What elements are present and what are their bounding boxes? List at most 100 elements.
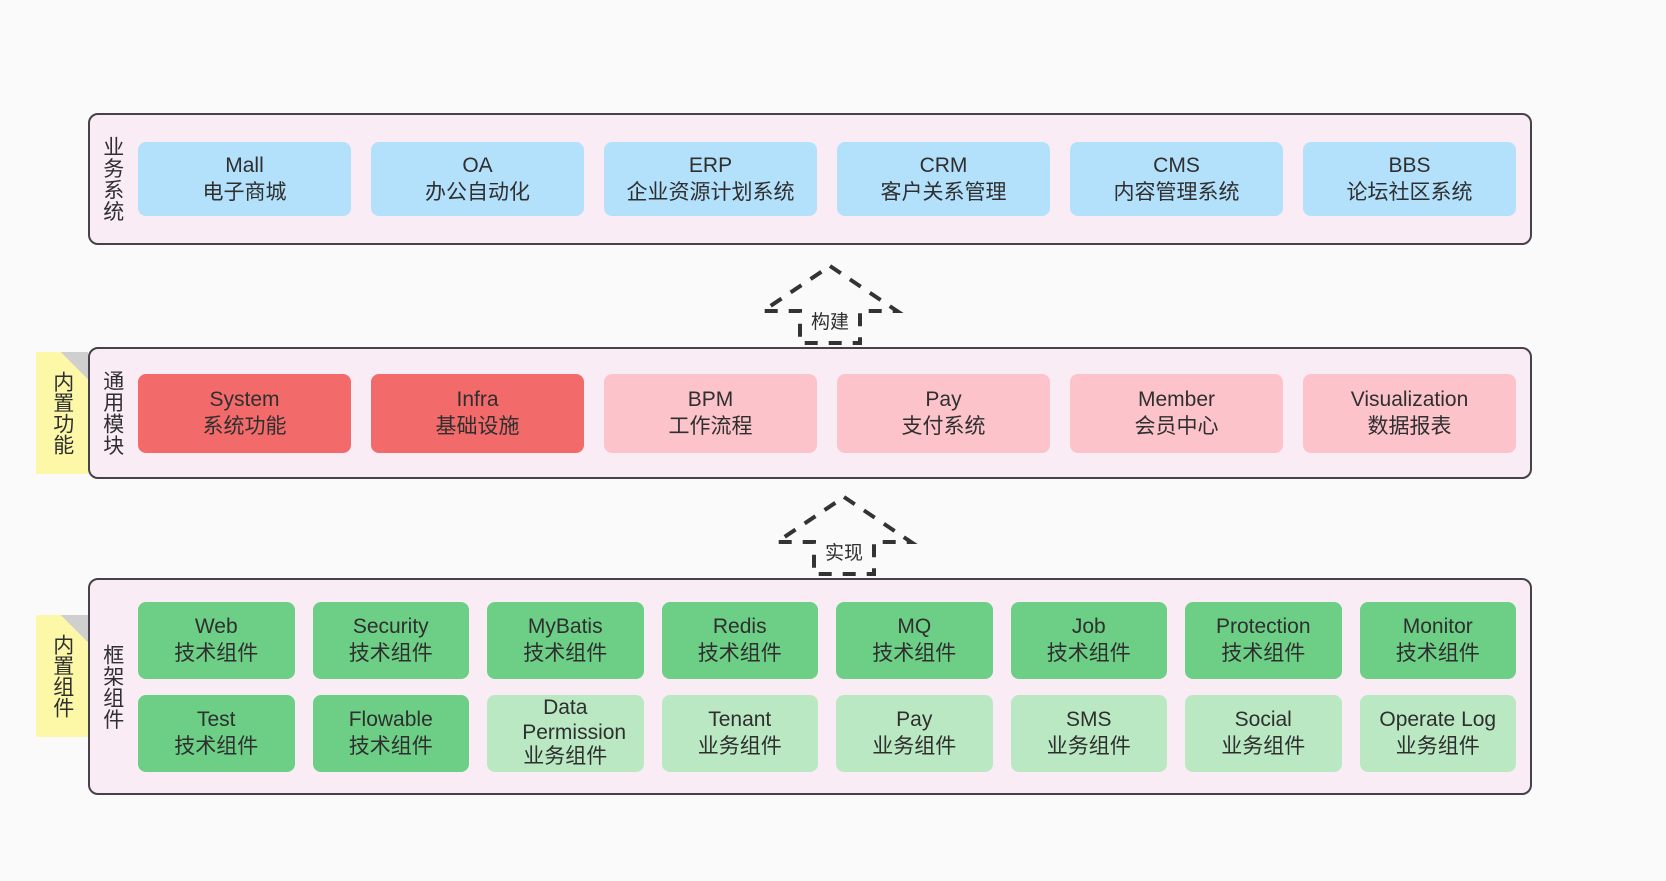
module-name: Data Permission <box>522 695 627 744</box>
module-desc: 技术组件 <box>1395 642 1480 665</box>
module-desc: 客户关系管理 <box>880 181 1007 204</box>
module-name: CRM <box>919 153 968 177</box>
module-desc: 技术组件 <box>697 642 782 665</box>
layer-common-modules: 通用模块 System 系统功能 Infra 基础设施 BPM 工作流程 Pay… <box>88 347 1532 479</box>
module-card-flowable[interactable]: Flowable 技术组件 <box>312 694 469 772</box>
layer-body-framework-components: Web 技术组件 Security 技术组件 MyBatis 技术组件 Redi… <box>134 580 1530 793</box>
layer-title-business-systems: 业务系统 <box>100 136 124 222</box>
module-card-bpm[interactable]: BPM 工作流程 <box>604 373 817 453</box>
arrow-implement: 实现 <box>770 494 918 577</box>
module-name: Monitor <box>1402 614 1473 638</box>
module-desc: 数据报表 <box>1367 415 1452 438</box>
module-desc: 技术组件 <box>1046 642 1131 665</box>
module-card-mq[interactable]: MQ 技术组件 <box>836 601 993 679</box>
module-name: Redis <box>712 614 767 638</box>
side-tab-label: 内置组件 <box>50 634 74 718</box>
layer-framework-components: 框架组件 Web 技术组件 Security 技术组件 MyBatis 技术组件… <box>88 578 1532 795</box>
module-desc: 技术组件 <box>1221 642 1306 665</box>
layer-body-common-modules: System 系统功能 Infra 基础设施 BPM 工作流程 Pay 支付系统… <box>134 349 1530 477</box>
module-name: Protection <box>1215 614 1311 638</box>
module-card-social[interactable]: Social 业务组件 <box>1185 694 1342 772</box>
module-name: Infra <box>456 387 499 411</box>
module-name: Test <box>196 707 236 731</box>
module-card-protection[interactable]: Protection 技术组件 <box>1185 601 1342 679</box>
module-card-mybatis[interactable]: MyBatis 技术组件 <box>487 601 644 679</box>
module-name: BPM <box>687 387 734 411</box>
layer-title-framework-components: 框架组件 <box>100 643 124 730</box>
module-name: Security <box>352 614 429 638</box>
module-name: CMS <box>1153 153 1200 177</box>
module-name: Web <box>194 614 238 638</box>
module-desc: 技术组件 <box>174 735 259 758</box>
module-row: Test 技术组件 Flowable 技术组件 Data Permission … <box>138 694 1516 772</box>
module-card-sms[interactable]: SMS 业务组件 <box>1010 694 1167 772</box>
module-name: Flowable <box>348 707 433 731</box>
module-name: Member <box>1137 387 1216 411</box>
module-desc: 论坛社区系统 <box>1346 181 1473 204</box>
module-card-operate-log[interactable]: Operate Log 业务组件 <box>1359 694 1516 772</box>
module-row: System 系统功能 Infra 基础设施 BPM 工作流程 Pay 支付系统… <box>138 373 1516 453</box>
module-card-oa[interactable]: OA 办公自动化 <box>371 142 584 216</box>
layer-business-systems: 业务系统 Mall 电子商城 OA 办公自动化 ERP 企业资源计划系统 CRM… <box>88 113 1532 245</box>
side-tab-builtin-features: 内置功能 <box>36 352 88 474</box>
module-name: OA <box>462 153 493 177</box>
module-card-infra[interactable]: Infra 基础设施 <box>371 373 584 453</box>
module-desc: 办公自动化 <box>425 181 530 204</box>
module-name: Pay <box>925 387 962 411</box>
module-card-visualization[interactable]: Visualization 数据报表 <box>1303 373 1516 453</box>
arrow-label-build: 构建 <box>810 312 850 333</box>
arrow-build: 构建 <box>756 263 904 346</box>
side-tab-label: 内置功能 <box>50 371 74 455</box>
module-desc: 内容管理系统 <box>1113 181 1240 204</box>
module-desc: 基础设施 <box>435 415 520 438</box>
module-desc: 支付系统 <box>901 415 986 438</box>
module-name: Pay <box>896 707 933 731</box>
module-name: BBS <box>1388 153 1431 177</box>
module-card-data-permission[interactable]: Data Permission 业务组件 <box>487 694 644 772</box>
module-card-redis[interactable]: Redis 技术组件 <box>661 601 818 679</box>
module-desc: 会员中心 <box>1134 415 1219 438</box>
module-name: Job <box>1071 614 1106 638</box>
side-tab-builtin-components: 内置组件 <box>36 615 88 737</box>
module-name: System <box>209 387 280 411</box>
module-card-web[interactable]: Web 技术组件 <box>138 601 295 679</box>
module-desc: 技术组件 <box>348 642 433 665</box>
module-desc: 工作流程 <box>668 415 753 438</box>
module-card-monitor[interactable]: Monitor 技术组件 <box>1359 601 1516 679</box>
module-card-job[interactable]: Job 技术组件 <box>1010 601 1167 679</box>
module-row: Web 技术组件 Security 技术组件 MyBatis 技术组件 Redi… <box>138 601 1516 679</box>
module-card-security[interactable]: Security 技术组件 <box>312 601 469 679</box>
module-card-crm[interactable]: CRM 客户关系管理 <box>837 142 1050 216</box>
module-name: MQ <box>897 614 932 638</box>
module-desc: 业务组件 <box>1046 735 1131 758</box>
module-card-bbs[interactable]: BBS 论坛社区系统 <box>1303 142 1516 216</box>
module-name: Tenant <box>708 707 772 731</box>
module-desc: 技术组件 <box>523 642 608 665</box>
module-desc: 技术组件 <box>174 642 259 665</box>
module-card-member[interactable]: Member 会员中心 <box>1070 373 1283 453</box>
module-name: Visualization <box>1350 387 1469 411</box>
module-name: Mall <box>225 153 264 177</box>
module-card-tenant[interactable]: Tenant 业务组件 <box>661 694 818 772</box>
module-desc: 技术组件 <box>872 642 957 665</box>
module-desc: 业务组件 <box>1221 735 1306 758</box>
module-card-erp[interactable]: ERP 企业资源计划系统 <box>604 142 817 216</box>
module-card-pay[interactable]: Pay 支付系统 <box>837 373 1050 453</box>
module-name: Social <box>1234 707 1292 731</box>
arrow-label-implement: 实现 <box>824 543 864 564</box>
module-card-system[interactable]: System 系统功能 <box>138 373 351 453</box>
module-desc: 业务组件 <box>872 735 957 758</box>
module-name: ERP <box>688 153 733 177</box>
layer-title-common-modules: 通用模块 <box>100 370 124 456</box>
module-card-mall[interactable]: Mall 电子商城 <box>138 142 351 216</box>
module-desc: 业务组件 <box>523 745 608 769</box>
module-name: SMS <box>1065 707 1112 731</box>
module-desc: 业务组件 <box>697 735 782 758</box>
module-card-cms[interactable]: CMS 内容管理系统 <box>1070 142 1283 216</box>
module-desc: 业务组件 <box>1395 735 1480 758</box>
module-card-pay-biz[interactable]: Pay 业务组件 <box>836 694 993 772</box>
module-name: Operate Log <box>1379 707 1497 731</box>
module-card-test[interactable]: Test 技术组件 <box>138 694 295 772</box>
module-desc: 电子商城 <box>202 181 287 204</box>
